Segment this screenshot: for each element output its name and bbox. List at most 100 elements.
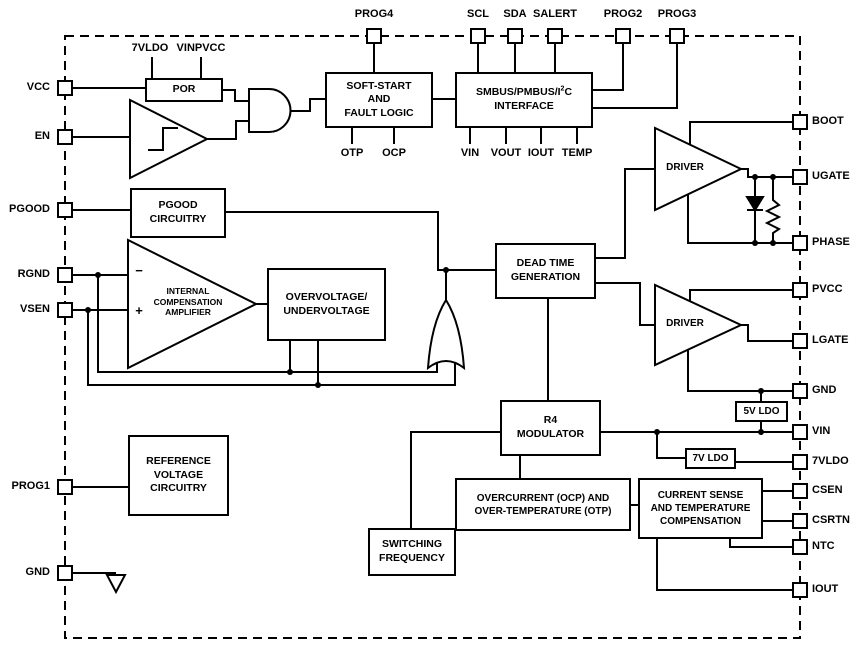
pin-7vldo-box bbox=[792, 454, 808, 470]
current-sense-line2: AND TEMPERATURE bbox=[650, 503, 751, 514]
dead-time-line1: DEAD TIME bbox=[516, 257, 575, 270]
reference-voltage-block: REFERENCE VOLTAGE CIRCUITRY bbox=[128, 435, 229, 516]
hysteresis-icon bbox=[148, 127, 178, 151]
smbus-line1-pre: SMBUS/PMBUS/I bbox=[475, 86, 561, 99]
pin-ugate-box bbox=[792, 169, 808, 185]
pin-prog3-box bbox=[669, 28, 685, 44]
fault-otp-label: OTP bbox=[340, 147, 364, 159]
ovuv-line1: OVERVOLTAGE/ bbox=[285, 290, 368, 303]
pin-pvcc-label: PVCC bbox=[812, 283, 843, 295]
pin-pgood-label: PGOOD bbox=[9, 203, 50, 215]
pin-prog1-box bbox=[57, 479, 73, 495]
overvoltage-undervoltage-block: OVERVOLTAGE/ UNDERVOLTAGE bbox=[267, 268, 386, 341]
pin-gnd-right-label: GND bbox=[812, 384, 837, 396]
pin-vcc-label: VCC bbox=[26, 81, 50, 93]
ovuv-line2: UNDERVOLTAGE bbox=[283, 304, 370, 317]
ocp-otp-line1: OVERCURRENT (OCP) AND bbox=[476, 492, 610, 504]
pin-ntc-box bbox=[792, 539, 808, 555]
soft-start-line1: SOFT-START bbox=[346, 79, 412, 92]
current-sense-line1: CURRENT SENSE bbox=[657, 490, 744, 501]
pin-gnd-left-box bbox=[57, 565, 73, 581]
pin-prog2-label: PROG2 bbox=[603, 8, 643, 20]
pgood-line2: CIRCUITRY bbox=[149, 213, 207, 225]
junction-dots bbox=[85, 174, 776, 435]
ldo-5v-label: 5V LDO bbox=[743, 406, 780, 417]
pin-rgnd-label: RGND bbox=[17, 268, 50, 280]
pin-vin-box bbox=[792, 424, 808, 440]
comp-amp-line3: AMPLIFIER bbox=[165, 307, 211, 318]
switching-freq-line2: FREQUENCY bbox=[379, 552, 445, 564]
pin-ugate-label: UGATE bbox=[812, 170, 850, 182]
ref-voltage-line3: CIRCUITRY bbox=[150, 482, 207, 495]
r4-modulator-block: R4 MODULATOR bbox=[500, 400, 601, 456]
pin-salert-label: SALERT bbox=[533, 8, 577, 20]
driver-high-triangle bbox=[654, 126, 744, 212]
pin-pvcc-box bbox=[792, 282, 808, 298]
pin-en-label: EN bbox=[34, 130, 50, 142]
pin-csen-box bbox=[792, 483, 808, 499]
pin-boot-box bbox=[792, 114, 808, 130]
dead-time-line2: GENERATION bbox=[510, 271, 581, 283]
switching-freq-line1: SWITCHING bbox=[381, 538, 443, 551]
telemetry-vin-label: VIN bbox=[460, 147, 480, 159]
comp-amp-triangle bbox=[127, 238, 259, 370]
comp-amp-minus: − bbox=[135, 263, 143, 278]
driver-low-triangle bbox=[654, 283, 744, 367]
pin-scl-box bbox=[470, 28, 486, 44]
current-sense-line3: COMPENSATION bbox=[660, 516, 741, 527]
pin-scl-label: SCL bbox=[467, 8, 489, 20]
diode-icon bbox=[745, 196, 765, 212]
pin-vsen-label: VSEN bbox=[20, 303, 50, 315]
pin-gnd-right-box bbox=[792, 383, 808, 399]
telemetry-iout-label: IOUT bbox=[527, 147, 555, 159]
soft-start-line2: AND bbox=[367, 93, 391, 106]
pin-lgate-label: LGATE bbox=[812, 334, 849, 346]
smbus-line1: SMBUS/PMBUS/I2C bbox=[476, 86, 572, 100]
and-gate bbox=[248, 88, 292, 133]
driver-high-label: DRIVER bbox=[666, 162, 704, 173]
ocp-otp-block: OVERCURRENT (OCP) AND OVER-TEMPERATURE (… bbox=[455, 478, 631, 531]
wires-power bbox=[73, 121, 792, 591]
pin-en-box bbox=[57, 129, 73, 145]
pin-prog4-label: PROG4 bbox=[354, 8, 394, 20]
pin-iout-box bbox=[792, 582, 808, 598]
resistor-icon bbox=[764, 177, 782, 243]
smbus-line2: INTERFACE bbox=[494, 100, 554, 112]
driver-low-label: DRIVER bbox=[666, 318, 704, 329]
smbus-pmbus-i2c-block: SMBUS/PMBUS/I2C INTERFACE bbox=[455, 72, 593, 128]
comp-amp-plus: + bbox=[135, 303, 143, 318]
pin-sda-label: SDA bbox=[503, 8, 527, 20]
pin-ntc-label: NTC bbox=[812, 540, 835, 552]
ground-icon bbox=[105, 574, 127, 595]
pin-csrtn-box bbox=[792, 513, 808, 529]
pin-phase-box bbox=[792, 235, 808, 251]
smbus-line1-post: C bbox=[564, 86, 573, 99]
wires-top bbox=[151, 44, 678, 144]
pin-7vldo-label: 7VLDO bbox=[812, 455, 849, 467]
por-monitor-7vldo-label: 7VLDO bbox=[131, 42, 169, 54]
soft-start-line3: FAULT LOGIC bbox=[344, 106, 414, 119]
r4-line2: MODULATOR bbox=[516, 428, 585, 440]
ldo-7v-block: 7V LDO bbox=[685, 448, 736, 469]
pin-phase-label: PHASE bbox=[812, 236, 850, 248]
schmitt-trigger bbox=[129, 98, 210, 180]
pin-iout-label: IOUT bbox=[812, 583, 839, 595]
pin-csrtn-label: CSRTN bbox=[812, 514, 850, 526]
comp-amp-line1: INTERNAL bbox=[166, 286, 210, 296]
comp-amp-label: INTERNAL COMPENSATION AMPLIFIER bbox=[138, 286, 238, 318]
pin-salert-box bbox=[547, 28, 563, 44]
r4-line1: R4 bbox=[543, 414, 558, 427]
comp-amp-line2: COMPENSATION bbox=[153, 296, 223, 307]
pin-lgate-box bbox=[792, 333, 808, 349]
current-sense-block: CURRENT SENSE AND TEMPERATURE COMPENSATI… bbox=[638, 478, 763, 539]
pin-sda-box bbox=[507, 28, 523, 44]
pgood-line1: PGOOD bbox=[158, 199, 198, 212]
ldo-7v-label: 7V LDO bbox=[692, 453, 729, 464]
pin-vcc-box bbox=[57, 80, 73, 96]
ref-voltage-line2: VOLTAGE bbox=[153, 468, 204, 481]
pin-vin-label: VIN bbox=[812, 425, 831, 437]
pgood-circuitry-block: PGOOD CIRCUITRY bbox=[130, 188, 226, 238]
pin-rgnd-box bbox=[57, 267, 73, 283]
